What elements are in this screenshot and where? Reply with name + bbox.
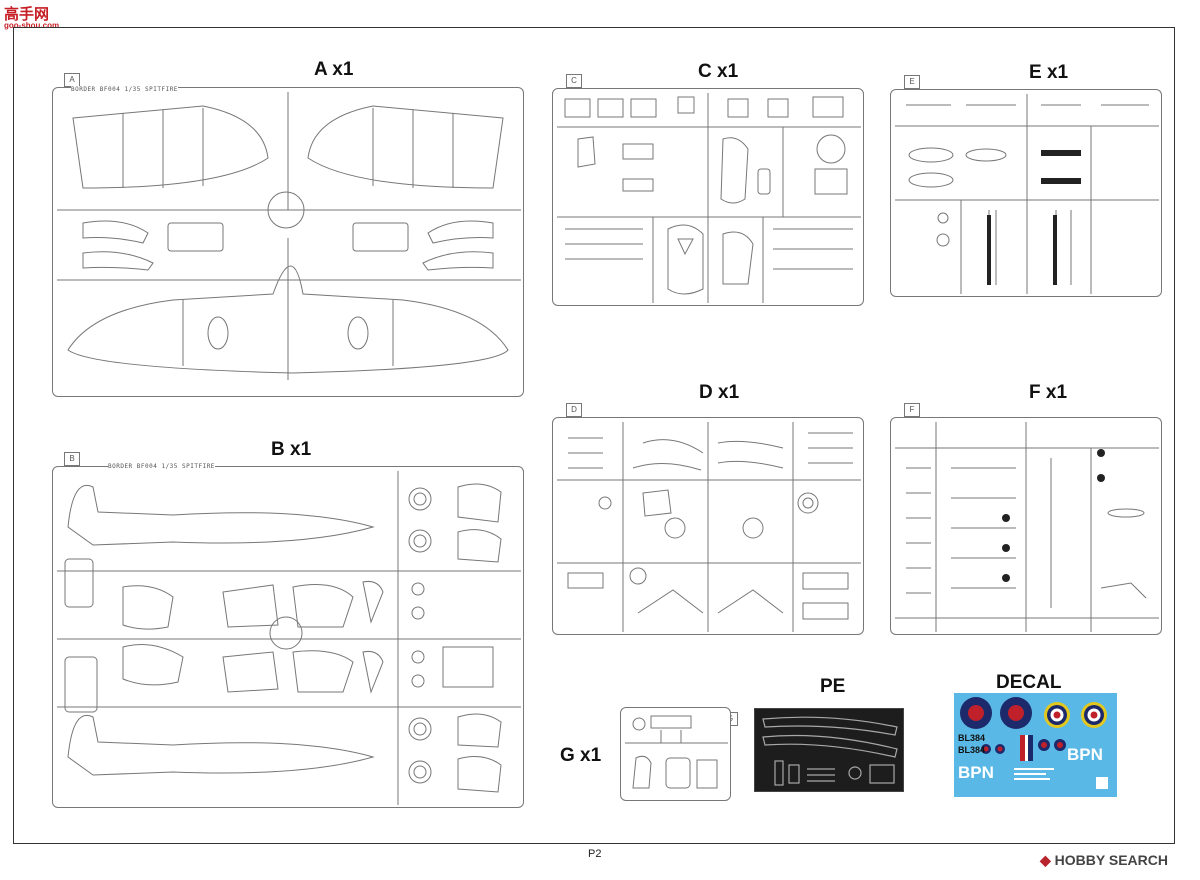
- watermark-url: goo-shou.com: [4, 21, 60, 30]
- sprue-c-title: C x1: [698, 61, 739, 82]
- pe-title: PE: [820, 676, 846, 697]
- brand-icon: ◆: [1040, 852, 1051, 868]
- sprue-f-title: F x1: [1029, 382, 1068, 403]
- sprue-f: [890, 417, 1162, 635]
- sprue-g-title: G x1: [560, 745, 602, 766]
- hobby-search-logo: ◆ HOBBY SEARCH: [1040, 852, 1168, 869]
- page-frame: [13, 27, 1175, 844]
- sprue-a-parts: [57, 92, 521, 380]
- decal-sheet: BL384 BL384 BPN BPN: [954, 693, 1117, 797]
- decal-codes-left: BPN: [958, 763, 994, 782]
- sprue-c-tab: C: [566, 74, 582, 88]
- decal-title: DECAL: [996, 672, 1062, 693]
- watermark-logo: 高手网: [4, 6, 50, 23]
- sprue-c: [552, 88, 864, 306]
- sprue-a-engraving: BORDER BF004 1/35 SPITFIRE: [71, 86, 178, 93]
- sprue-c-parts: [557, 93, 861, 303]
- sprue-g: [620, 707, 731, 801]
- decal-serial-2: BL384: [958, 745, 986, 755]
- sprue-b: BORDER BF004 1/35 SPITFIRE: [52, 463, 524, 808]
- sprue-a: BORDER BF004 1/35 SPITFIRE: [52, 86, 524, 397]
- sprue-f-tab: F: [904, 403, 920, 417]
- sprue-b-tab: B: [64, 452, 80, 466]
- pe-parts: [762, 716, 898, 786]
- decal-serial-1: BL384: [958, 733, 986, 743]
- sprue-d-tab: D: [566, 403, 582, 417]
- fin-flash: [1020, 735, 1025, 761]
- sprue-b-parts: [57, 471, 521, 805]
- sprue-e-tab: E: [904, 75, 920, 89]
- sprue-b-engraving: BORDER BF004 1/35 SPITFIRE: [108, 463, 215, 470]
- page-number: P2: [588, 848, 602, 860]
- sprue-a-title: A x1: [314, 59, 354, 80]
- sprue-e: [890, 89, 1162, 297]
- sprue-a-tab: A: [64, 73, 80, 87]
- sprue-b-title: B x1: [271, 439, 312, 460]
- decal-art: [960, 697, 1108, 789]
- decal-codes-right: BPN: [1067, 745, 1103, 764]
- sprue-f-parts: [895, 422, 1159, 632]
- sprue-d-parts: [557, 422, 861, 632]
- photo-etch-fret: [754, 708, 904, 792]
- brand-name: HOBBY SEARCH: [1054, 852, 1168, 868]
- sprue-d-title: D x1: [699, 382, 740, 403]
- sprue-e-parts: [895, 94, 1159, 294]
- sprue-g-parts: [625, 715, 728, 789]
- sprue-e-title: E x1: [1029, 62, 1069, 83]
- sprue-d: [552, 417, 864, 635]
